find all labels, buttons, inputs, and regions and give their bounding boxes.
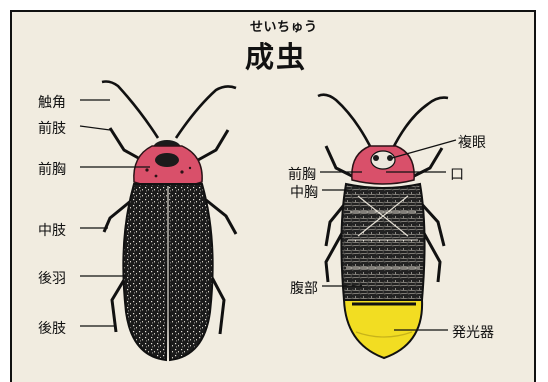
label-mesothorax: 中胸	[290, 182, 318, 202]
label-hindleg: 後肢	[38, 318, 66, 338]
label-prothorax-dorsal: 前胸	[38, 159, 66, 179]
label-light-organ: 発光器	[452, 322, 494, 342]
label-antenna: 触角	[38, 92, 66, 112]
label-mouth: 口	[450, 164, 464, 184]
label-prothorax-ventral: 前胸	[288, 164, 316, 184]
label-foreleg: 前肢	[38, 118, 66, 138]
label-midleg: 中肢	[38, 220, 66, 240]
label-abdomen: 腹部	[290, 278, 318, 298]
firefly-dorsal	[102, 82, 236, 361]
label-hind-wing: 後羽	[38, 268, 66, 288]
label-compound-eye: 複眼	[458, 132, 486, 152]
firefly-ventral	[318, 95, 448, 358]
